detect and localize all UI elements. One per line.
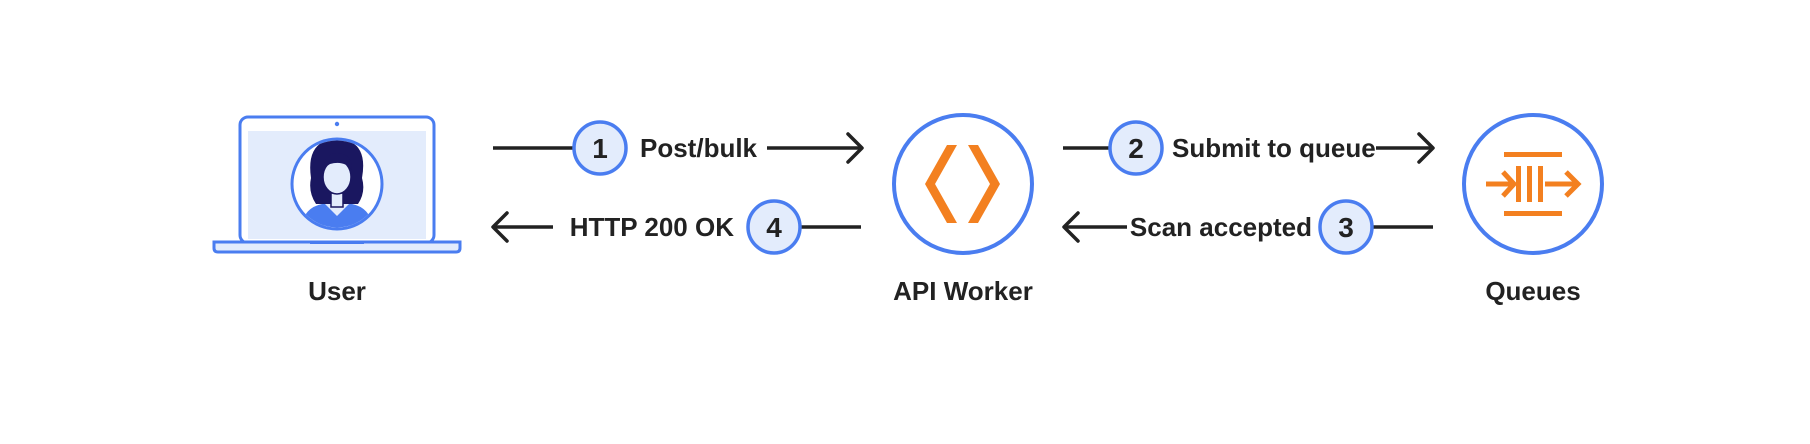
edge-label: HTTP 200 OK	[570, 212, 734, 242]
edge-label: Post/bulk	[640, 133, 758, 163]
step-badge-3: 3	[1318, 199, 1374, 255]
queues-icon	[1486, 152, 1582, 216]
arrow-right-icon	[1417, 132, 1435, 164]
step-number: 1	[592, 133, 608, 164]
edge-step-2: 2 Submit to queue	[1063, 120, 1435, 176]
arrow-right-icon	[846, 132, 864, 164]
api-worker-node: API Worker	[892, 113, 1034, 306]
api-worker-label: API Worker	[893, 276, 1033, 306]
step-number: 2	[1128, 133, 1144, 164]
edge-label: Scan accepted	[1130, 212, 1312, 242]
step-number: 3	[1338, 212, 1354, 243]
step-badge-1: 1	[572, 120, 628, 176]
queues-node: Queues	[1462, 113, 1604, 306]
edge-step-1: 1 Post/bulk	[493, 120, 864, 176]
arrow-left-icon	[491, 211, 509, 243]
arrow-left-icon	[1062, 211, 1080, 243]
edge-step-4: 4 HTTP 200 OK	[491, 199, 861, 255]
queues-label: Queues	[1485, 276, 1580, 306]
edge-step-3: 3 Scan accepted	[1062, 199, 1433, 255]
workers-logo-icon	[925, 145, 1000, 223]
step-badge-4: 4	[746, 199, 802, 255]
step-badge-2: 2	[1108, 120, 1164, 176]
edge-label: Submit to queue	[1172, 133, 1376, 163]
step-number: 4	[766, 212, 782, 243]
laptop-user-icon	[212, 115, 462, 254]
user-label: User	[308, 276, 366, 306]
user-node: User	[212, 115, 462, 306]
